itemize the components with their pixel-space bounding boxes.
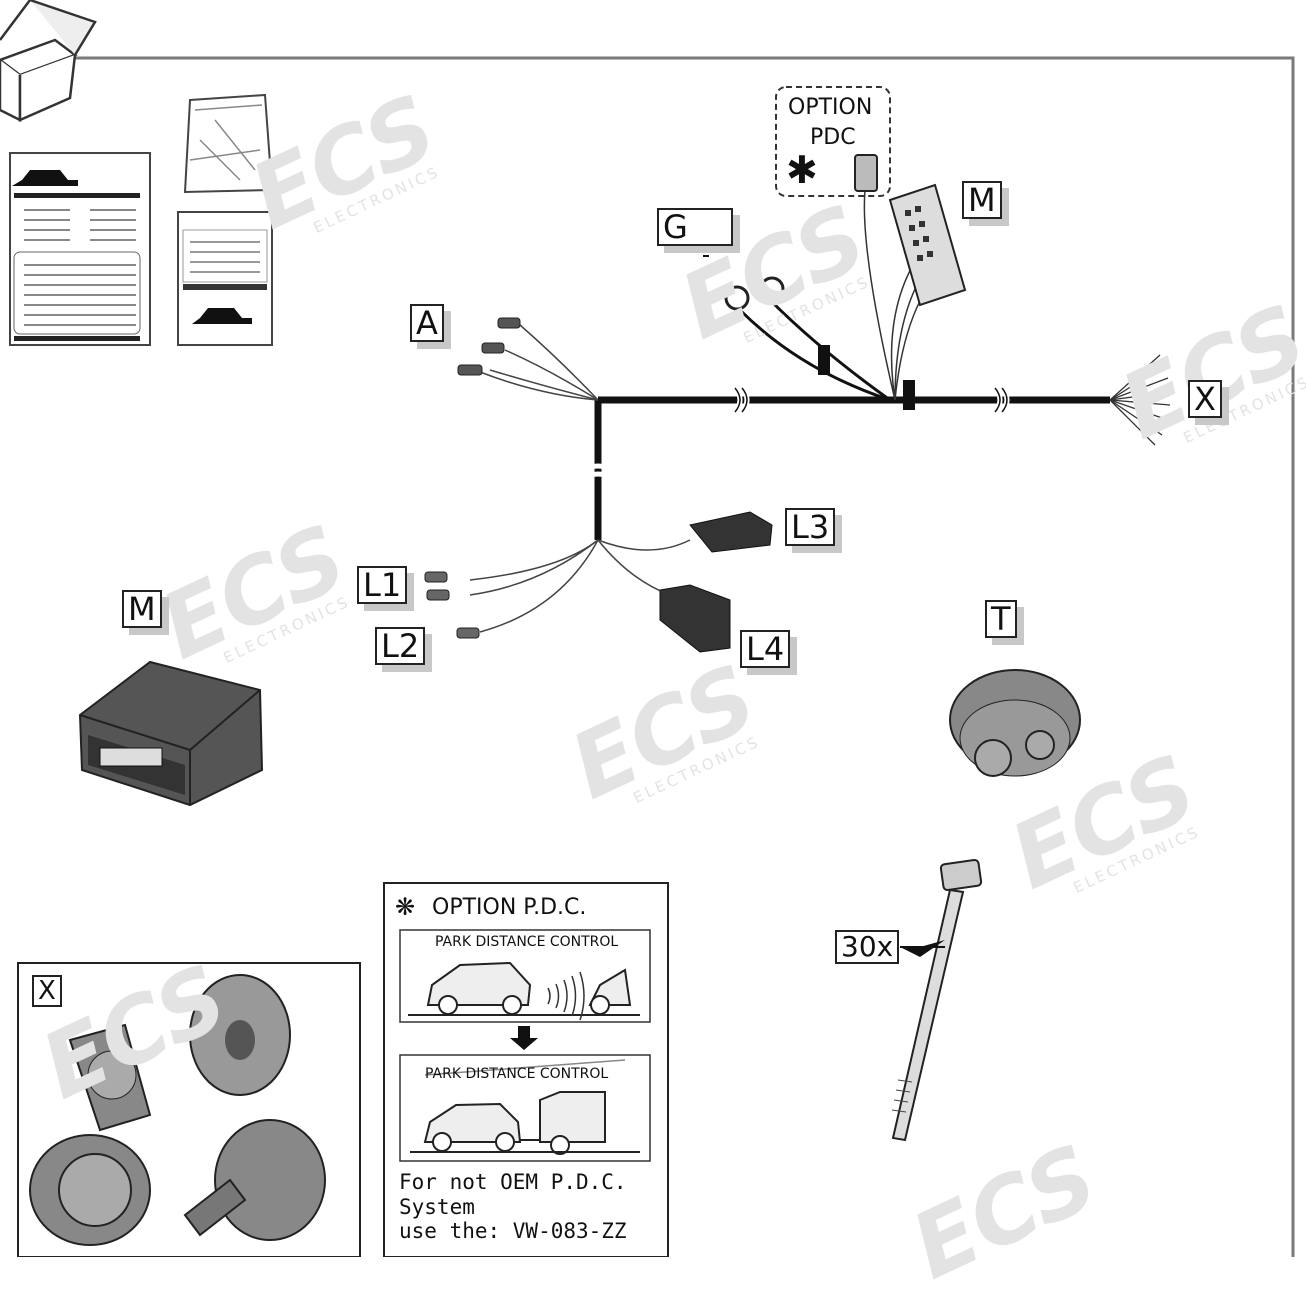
module-icon	[78, 660, 264, 807]
cable-tie-icon	[891, 858, 983, 1142]
sound-waves-icon	[547, 971, 585, 1021]
asterisk-icon: ✱	[786, 148, 818, 192]
pdc-panel-title: OPTION P.D.C.	[432, 895, 587, 920]
label-a: A	[410, 304, 444, 342]
tie-pointer-arrow	[900, 940, 945, 957]
multi-connector-icon	[888, 183, 967, 307]
label-ties: 30x	[835, 930, 900, 964]
option-pdc-box	[775, 86, 891, 197]
label-l4: L4	[740, 630, 791, 668]
l-terminals-icon	[424, 571, 480, 639]
strike-line	[424, 1059, 626, 1076]
seal-icon	[189, 974, 291, 1096]
option-pdc-line1: OPTION	[788, 95, 873, 120]
label-m-top: M	[962, 181, 1002, 219]
l3-plug-icon	[689, 511, 773, 553]
label-l1: L1	[357, 566, 408, 604]
label-g: G	[657, 208, 733, 246]
label-t: T	[985, 600, 1017, 638]
pdc-plug-icon	[854, 154, 878, 192]
down-arrow-icon	[510, 1026, 538, 1050]
car-trailer-icon	[410, 1091, 640, 1155]
label-x-box: X	[32, 975, 62, 1007]
label-m-box: M	[122, 590, 162, 628]
option-pdc-line2: PDC	[810, 125, 856, 150]
pdc-note-line1: For not OEM P.D.C.	[399, 1170, 627, 1194]
frame-line	[75, 56, 1295, 1257]
guide-sheet-icon	[177, 211, 273, 346]
a-connectors-icon	[457, 317, 521, 376]
diagram-drawing	[0, 0, 1295, 1257]
box-icon	[0, 0, 97, 123]
pdc-note-line3: use the: VW-083-ZZ	[399, 1219, 627, 1243]
ground-ring-icon	[724, 276, 785, 311]
car-icon	[408, 961, 640, 1016]
grommet-icon	[949, 669, 1081, 777]
label-l3: L3	[785, 508, 836, 546]
pdc-caption-1: PARK DISTANCE CONTROL	[435, 934, 619, 950]
wiring-harness	[469, 189, 1171, 633]
l4-plug-icon	[659, 584, 731, 653]
pdc-caption-2: PARK DISTANCE CONTROL	[425, 1066, 609, 1082]
snowflake-asterisk-icon: ❋	[395, 893, 416, 921]
pdc-note-line2: System	[399, 1195, 475, 1219]
bag-icon	[183, 93, 274, 194]
cap-icon	[183, 1119, 326, 1241]
label-x-top: X	[1188, 380, 1222, 418]
label-l2: L2	[375, 627, 426, 665]
manual-sheet-icon	[9, 152, 151, 346]
socket-icon	[29, 1023, 152, 1246]
